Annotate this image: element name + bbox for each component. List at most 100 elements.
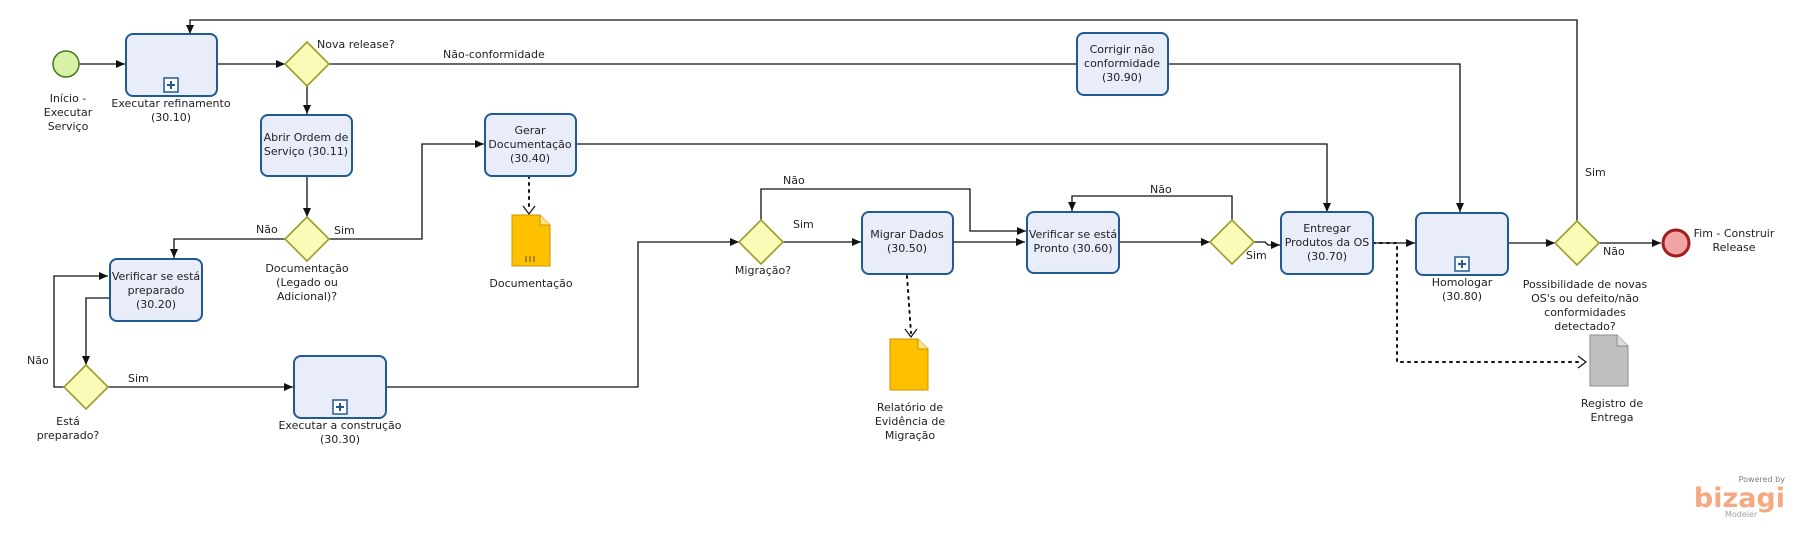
documentacao-artifact-label: Documentação	[489, 277, 573, 290]
flow-esta-preparado-nao[interactable]	[53, 272, 108, 388]
flow-nova-release-to-corrigir[interactable]	[329, 63, 1464, 212]
doc-gateway-label-2: (Legado ou	[276, 276, 338, 289]
associations	[522, 175, 1587, 369]
gateway-esta-preparado[interactable]: Está preparado?	[37, 363, 110, 442]
label-doc-nao: Não	[256, 223, 278, 236]
flow-migracao-nao[interactable]	[760, 188, 1026, 235]
possibilidade-label-3: conformidades	[1544, 306, 1626, 319]
start-label-2: Executar	[44, 106, 93, 119]
gerar-doc-label-3: (30.40)	[510, 152, 550, 165]
end-label-1: Fim - Construir	[1694, 227, 1775, 240]
esta-preparado-label-1: Está	[56, 415, 80, 428]
entregar-label-3: (30.70)	[1307, 250, 1347, 263]
doc-gateway-label-3: Adicional)?	[277, 290, 337, 303]
flow-pronto-gateway-nao[interactable]	[1068, 195, 1233, 220]
association-arrow-registro	[1577, 355, 1587, 369]
gateway-nova-release[interactable]: Nova release?	[283, 38, 395, 88]
flow-construcao-to-migracao[interactable]	[386, 238, 739, 388]
construcao-label-1: Executar a construção	[278, 419, 401, 432]
verificar-pronto-label-1: Verificar se está	[1029, 228, 1117, 241]
task-verificar-pronto[interactable]: Verificar se está Pronto (30.60)	[1026, 211, 1120, 274]
gateway-possibilidade[interactable]: Possibilidade de novas OS's ou defeito/n…	[1523, 219, 1648, 333]
task-homologar[interactable]: Homologar (30.80)	[1415, 212, 1509, 303]
task-abrir-ordem-servico[interactable]: Abrir Ordem de Serviço (30.11)	[260, 114, 353, 177]
artifact-registro-entrega[interactable]: Registro de Entrega	[1581, 334, 1643, 424]
verificar-preparado-label-3: (30.20)	[136, 298, 176, 311]
task-gerar-documentacao[interactable]: Gerar Documentação (30.40)	[484, 113, 577, 177]
association-entregar	[1372, 242, 1583, 363]
association-migrar	[906, 275, 912, 334]
subprocess-plus-icon	[163, 77, 179, 93]
subprocess-plus-icon	[332, 399, 348, 415]
label-pronto-sim: Sim	[1246, 249, 1267, 262]
gateway-documentacao[interactable]: Documentação (Legado ou Adicional)?	[265, 215, 349, 303]
flow-gerar-doc-to-entregar[interactable]	[576, 143, 1331, 212]
esta-preparado-label-2: preparado?	[37, 429, 100, 442]
relatorio-label-1: Relatório de	[877, 401, 944, 414]
label-preparado-nao: Não	[27, 354, 49, 367]
sequence-flows	[53, 19, 1661, 391]
verificar-preparado-label-1: Verificar se está	[112, 270, 200, 283]
task-executar-construcao[interactable]: Executar a construção (30.30)	[278, 355, 402, 446]
registro-label-1: Registro de	[1581, 397, 1643, 410]
label-migracao-nao: Não	[783, 174, 805, 187]
task-corrigir-nao-conformidade[interactable]: Corrigir não conformidade (30.90)	[1076, 32, 1169, 96]
gateway-pronto[interactable]	[1208, 218, 1256, 266]
association-arrow-relatorio	[904, 328, 918, 338]
corrigir-label-2: conformidade	[1084, 57, 1160, 70]
corrigir-label-3: (30.90)	[1102, 71, 1142, 84]
registro-label-2: Entrega	[1590, 411, 1633, 424]
task-executar-refinamento[interactable]: Executar refinamento (30.10)	[111, 33, 231, 124]
artifact-relatorio-migracao[interactable]: Relatório de Evidência de Migração	[875, 338, 946, 442]
possibilidade-label-2: OS's ou defeito/não	[1531, 292, 1639, 305]
flow-possibilidade-sim[interactable]	[186, 19, 1578, 221]
refinamento-label-1: Executar refinamento	[111, 97, 230, 110]
document-icon	[511, 214, 551, 267]
label-possibilidade-sim: Sim	[1585, 166, 1606, 179]
migracao-label: Migração?	[735, 264, 791, 277]
abrir-os-label-2: Serviço (30.11)	[264, 145, 348, 158]
migrar-label-2: (30.50)	[887, 242, 927, 255]
relatorio-label-3: Migração	[885, 429, 936, 442]
doc-gateway-label-1: Documentação	[265, 262, 349, 275]
label-pronto-nao: Não	[1150, 183, 1172, 196]
watermark-product: Modeler	[1725, 510, 1758, 519]
gateway-migracao[interactable]: Migração?	[735, 218, 791, 277]
entregar-label-1: Entregar	[1303, 222, 1351, 235]
start-event[interactable]: Início - Executar Serviço	[44, 50, 93, 133]
task-entregar-produtos[interactable]: Entregar Produtos da OS (30.70)	[1280, 211, 1374, 275]
nova-release-label: Nova release?	[317, 38, 395, 51]
possibilidade-label-4: detectado?	[1554, 320, 1616, 333]
flow-pronto-gateway-sim[interactable]	[1254, 241, 1280, 249]
refinamento-label-2: (30.10)	[151, 111, 191, 124]
corrigir-label-1: Corrigir não	[1090, 43, 1155, 56]
migrar-label-1: Migrar Dados	[870, 228, 944, 241]
artifact-documentacao[interactable]: Documentação	[489, 214, 573, 290]
flow-doc-gateway-sim[interactable]	[329, 140, 484, 240]
label-nao-conformidade: Não-conformidade	[443, 48, 545, 61]
abrir-os-label-1: Abrir Ordem de	[264, 131, 349, 144]
start-label-3: Serviço	[48, 120, 89, 133]
label-migracao-sim: Sim	[793, 218, 814, 231]
association-arrow-doc	[522, 205, 536, 215]
possibilidade-label-1: Possibilidade de novas	[1523, 278, 1648, 291]
subprocess-plus-icon	[1454, 256, 1470, 272]
bizagi-watermark: Powered by bizagi Modeler	[1694, 475, 1785, 519]
task-verificar-preparado[interactable]: Verificar se está preparado (30.20)	[109, 258, 203, 322]
construcao-label-2: (30.30)	[320, 433, 360, 446]
end-label-2: Release	[1713, 241, 1756, 254]
flow-labels: Não-conformidade Não Sim Não Sim Não Sim…	[27, 48, 1625, 385]
label-doc-sim: Sim	[334, 224, 355, 237]
flow-verificar-to-esta-preparado[interactable]	[82, 297, 110, 365]
gerar-doc-label-1: Gerar	[514, 124, 546, 137]
relatorio-label-2: Evidência de	[875, 415, 946, 428]
watermark-powered: Powered by	[1739, 475, 1786, 484]
homologar-label-1: Homologar	[1432, 276, 1493, 289]
homologar-label-2: (30.80)	[1442, 290, 1482, 303]
task-migrar-dados[interactable]: Migrar Dados (30.50)	[861, 211, 954, 275]
gerar-doc-label-2: Documentação	[488, 138, 572, 151]
start-label-1: Início -	[50, 92, 87, 105]
flow-doc-gateway-nao[interactable]	[170, 238, 285, 258]
end-event[interactable]: Fim - Construir Release	[1661, 227, 1775, 258]
entregar-label-2: Produtos da OS	[1285, 236, 1370, 249]
